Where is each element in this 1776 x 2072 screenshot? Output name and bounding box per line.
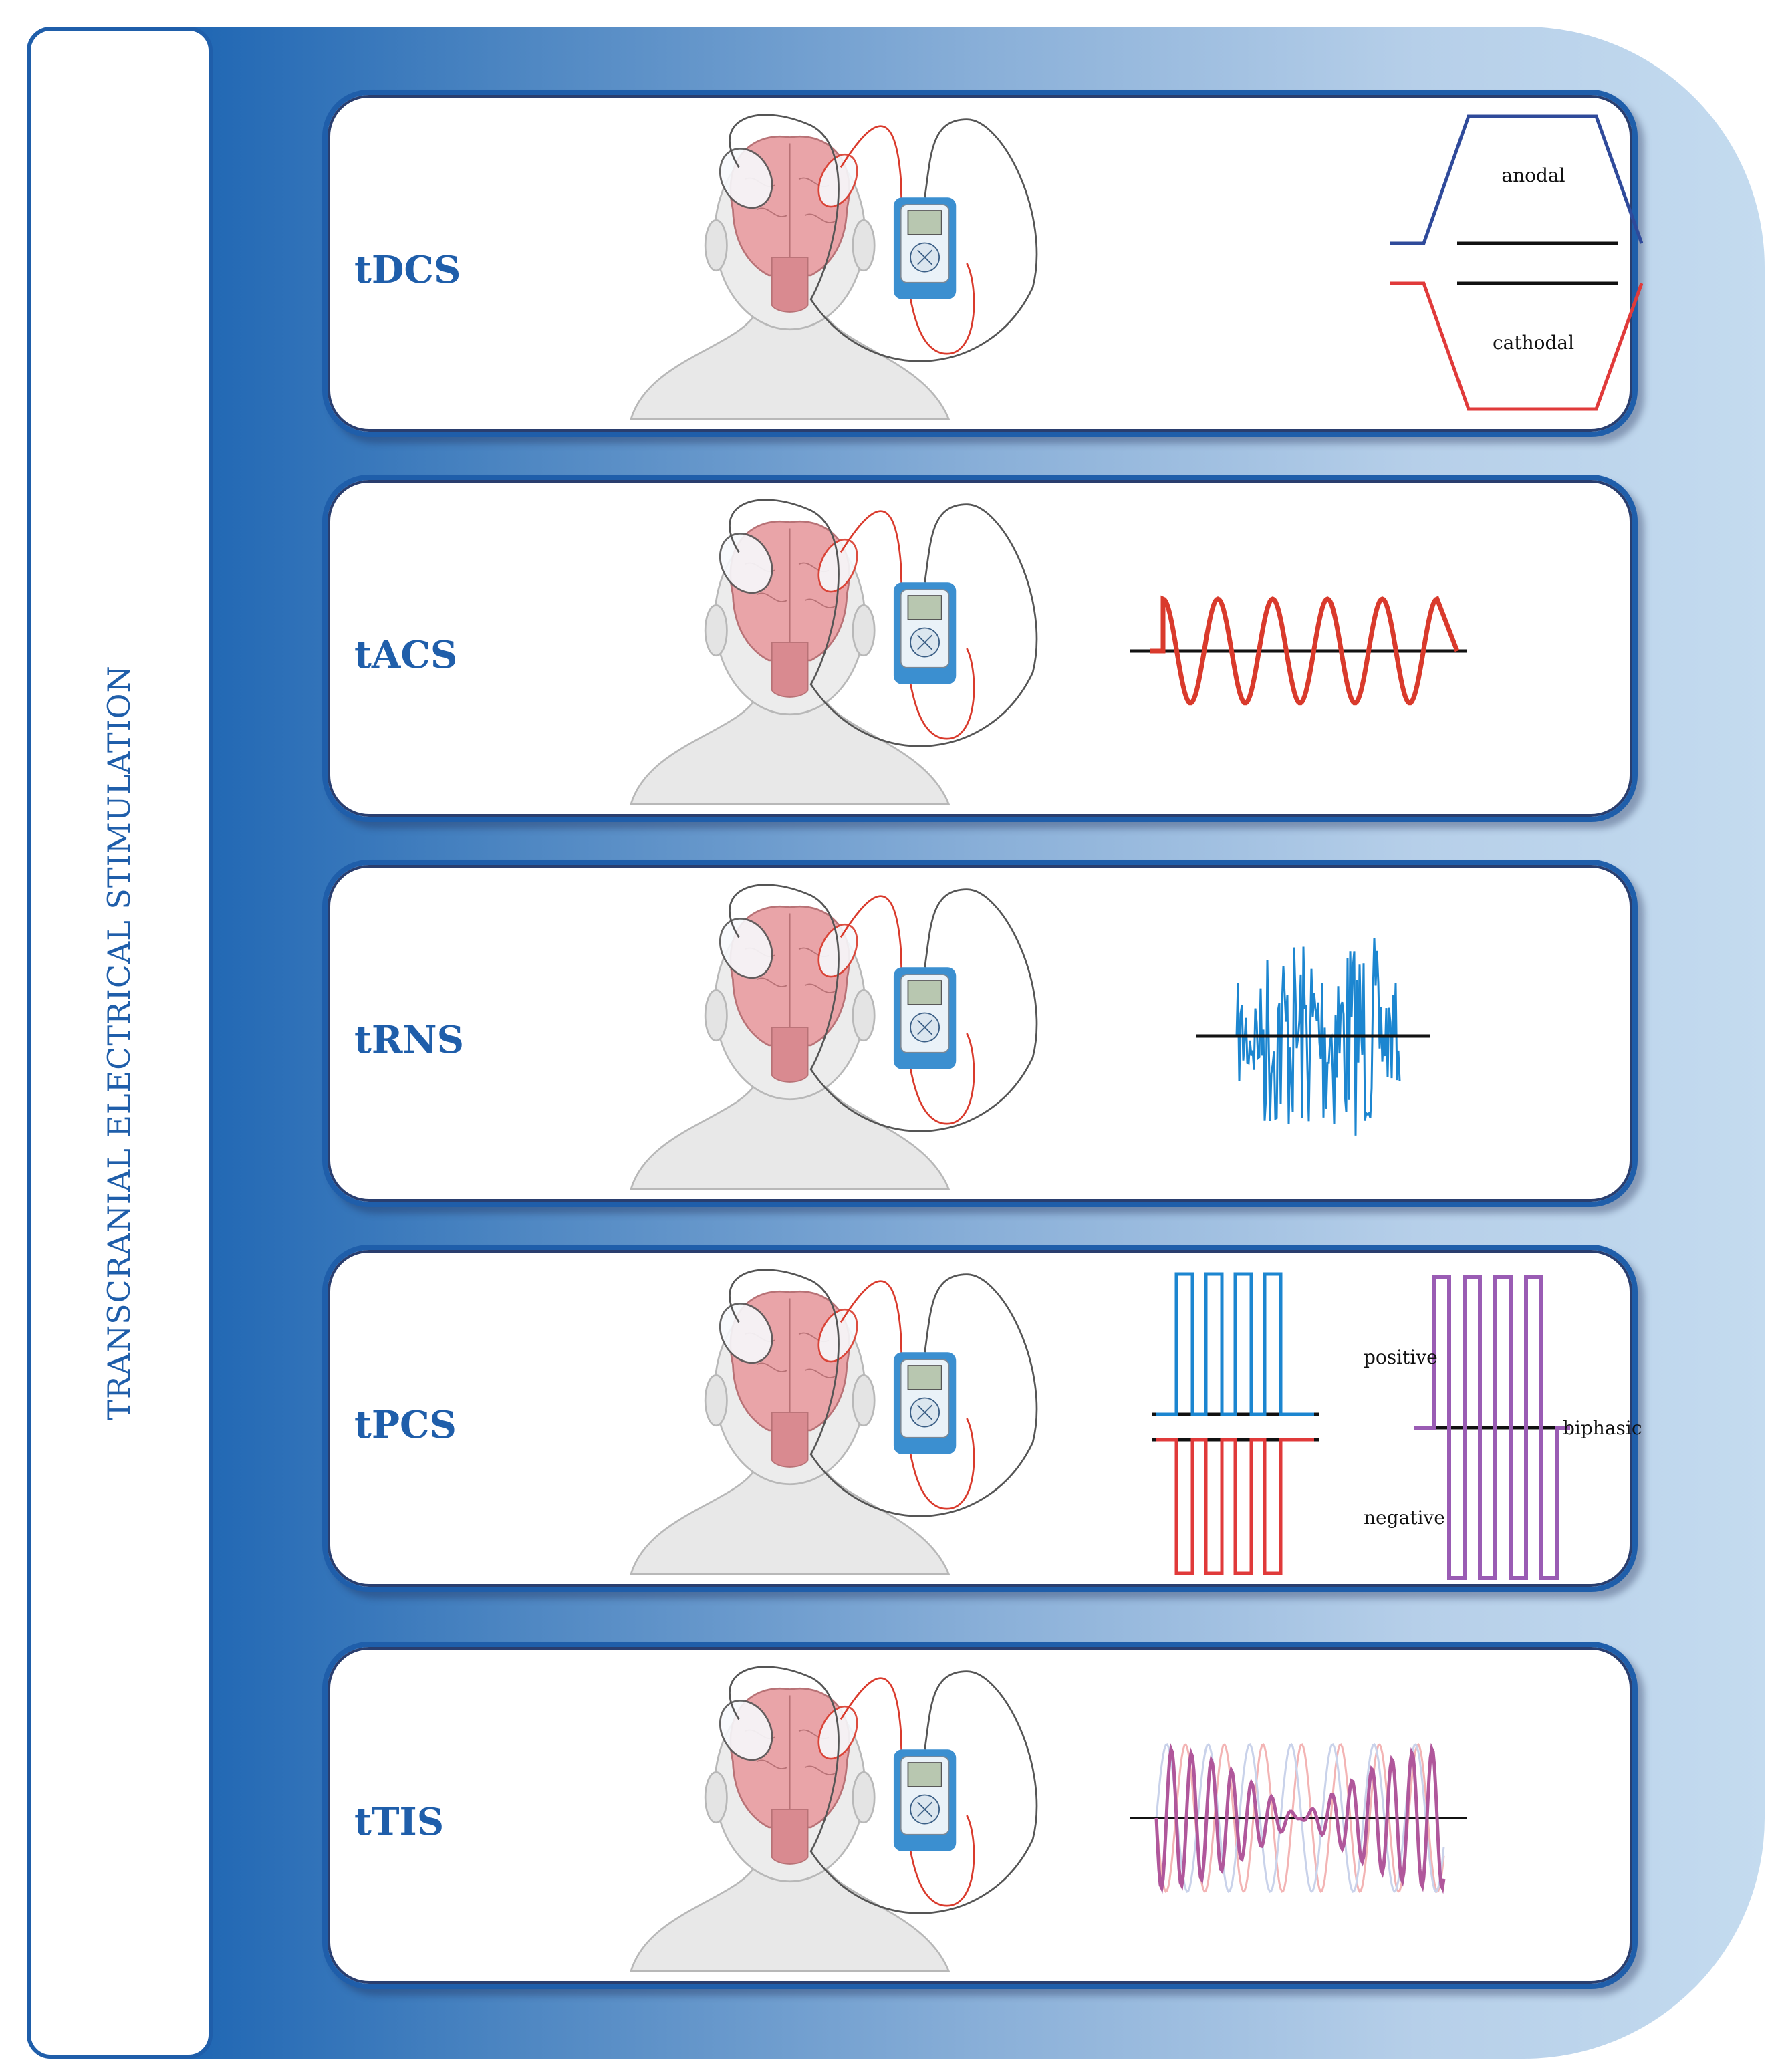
tpcs-waveform: positive negative biphasic: [1152, 1272, 1642, 1580]
carrier-wave-1: [1155, 1743, 1445, 1893]
panel-label: tACS: [354, 633, 458, 677]
head-with-stimulator-illustration: [630, 1666, 1038, 1972]
panel-label: tDCS: [354, 248, 461, 292]
panel-label: tTIS: [354, 1800, 445, 1844]
tdcs-waveform: anodal cathodal: [1390, 114, 1643, 411]
panel-ttis: tTIS: [322, 1642, 1638, 1989]
panel-tacs: tACS: [322, 475, 1638, 822]
panel-tpcs: tPCS positive negative biphasic: [322, 1245, 1642, 1592]
head-with-stimulator-illustration: [630, 114, 1038, 420]
sidebar-box: [27, 27, 213, 2059]
cathodal-trace: [1390, 281, 1643, 411]
ttis-waveform: [1130, 1742, 1467, 1894]
sidebar-title: TRANSCRANIAL ELECTRICAL STIMULATION: [101, 665, 137, 1420]
negative-label: negative: [1364, 1507, 1445, 1529]
tacs-waveform: [1130, 595, 1467, 706]
positive-label: positive: [1364, 1346, 1438, 1368]
positive-pulse-train: [1156, 1272, 1314, 1416]
panel-tdcs: tDCS anodal cathodal: [322, 90, 1643, 437]
sine-trace: [1150, 595, 1460, 706]
interference-envelope-trace: [1154, 1742, 1446, 1894]
biphasic-pulse-train: [1414, 1275, 1570, 1580]
head-with-stimulator-illustration: [630, 1269, 1038, 1575]
head-with-stimulator-illustration: [630, 884, 1038, 1190]
noise-trace: [1235, 938, 1401, 1136]
anodal-label: anodal: [1501, 164, 1565, 186]
carrier-wave-2: [1155, 1743, 1445, 1893]
cathodal-label: cathodal: [1493, 332, 1574, 354]
anodal-trace: [1390, 114, 1643, 245]
negative-pulse-train: [1156, 1438, 1314, 1575]
head-with-stimulator-illustration: [630, 499, 1038, 805]
panel-label: tRNS: [354, 1018, 465, 1062]
biphasic-label: biphasic: [1563, 1417, 1642, 1439]
panel-label: tPCS: [354, 1403, 457, 1447]
trns-waveform: [1196, 938, 1430, 1136]
panel-trns: tRNS: [322, 860, 1638, 1207]
